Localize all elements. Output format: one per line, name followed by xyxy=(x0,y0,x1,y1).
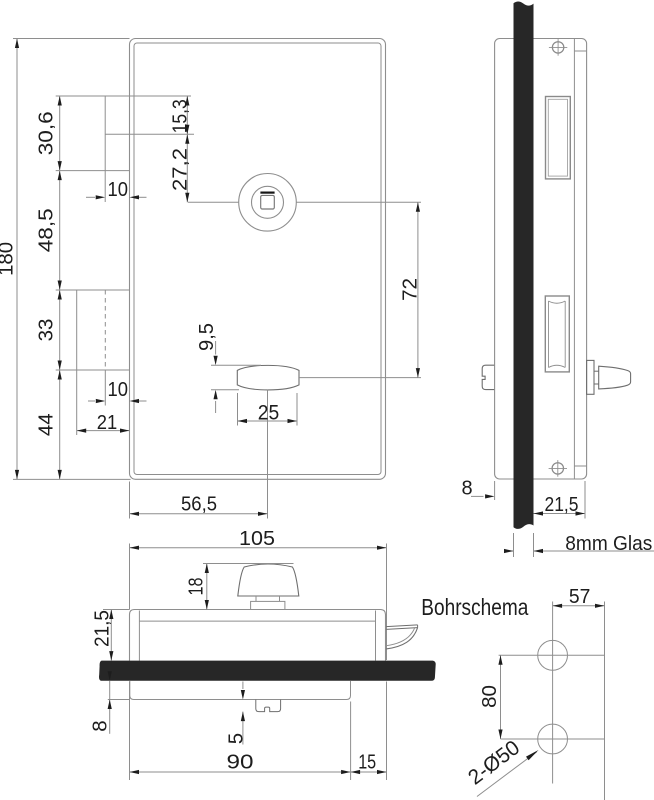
svg-text:10: 10 xyxy=(108,178,129,201)
svg-text:44: 44 xyxy=(35,413,58,436)
svg-text:57: 57 xyxy=(569,585,591,608)
svg-text:48,5: 48,5 xyxy=(35,208,58,252)
svg-text:18: 18 xyxy=(185,578,208,596)
svg-text:72: 72 xyxy=(399,278,422,301)
svg-text:Bohrschema: Bohrschema xyxy=(421,594,528,620)
svg-text:105: 105 xyxy=(239,527,275,550)
svg-text:27,2: 27,2 xyxy=(169,148,192,191)
svg-text:8: 8 xyxy=(461,478,472,500)
svg-text:8: 8 xyxy=(88,720,111,731)
svg-text:180: 180 xyxy=(0,242,18,276)
svg-text:15,3: 15,3 xyxy=(169,99,192,133)
svg-text:15: 15 xyxy=(358,751,376,774)
svg-text:80: 80 xyxy=(478,685,501,708)
svg-text:56,5: 56,5 xyxy=(181,493,217,516)
svg-text:21,5: 21,5 xyxy=(545,493,579,516)
svg-text:25: 25 xyxy=(258,401,280,424)
svg-text:33: 33 xyxy=(35,319,58,342)
svg-text:21,5: 21,5 xyxy=(91,610,114,647)
svg-text:9,5: 9,5 xyxy=(195,323,218,351)
svg-text:5: 5 xyxy=(225,733,248,744)
svg-text:90: 90 xyxy=(227,751,254,774)
svg-text:21: 21 xyxy=(97,411,118,434)
svg-text:30,6: 30,6 xyxy=(35,111,58,155)
svg-text:8mm Glas: 8mm Glas xyxy=(565,532,652,555)
svg-text:10: 10 xyxy=(108,378,129,401)
